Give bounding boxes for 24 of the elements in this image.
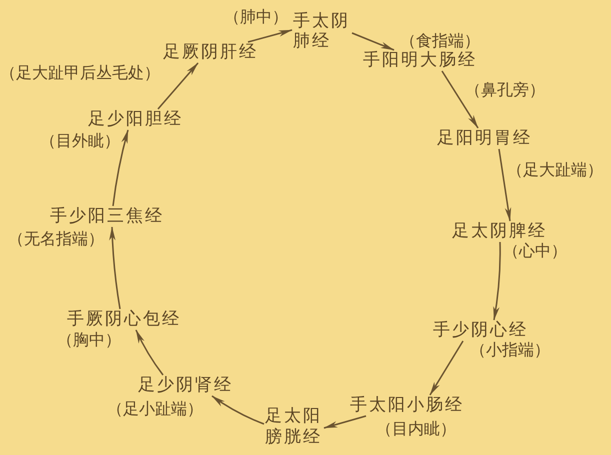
- meridian-name: 手少阳三焦经: [49, 206, 165, 227]
- arrow: [324, 415, 366, 429]
- meridian-name: 手太阳小肠经: [349, 395, 465, 416]
- meridian-name: 足少阴肾经: [137, 375, 234, 396]
- meridian-name: 足阳明胃经: [436, 128, 533, 149]
- arrow: [112, 130, 129, 206]
- arrow: [352, 32, 394, 51]
- meridian-name: 足太阳膀胱经: [264, 405, 324, 449]
- meridian-name: 足少阳胆经: [87, 109, 184, 130]
- meridian-name: 手阳明大肠经: [362, 50, 478, 71]
- arrow: [212, 395, 264, 425]
- arrow: [135, 330, 164, 376]
- meridian-name: 手太阴肺经: [292, 10, 352, 52]
- arrow: [109, 226, 121, 310]
- arrow: [429, 340, 464, 396]
- arrow: [248, 29, 292, 43]
- arrow: [493, 242, 501, 320]
- arrow: [498, 148, 512, 222]
- arrow: [157, 62, 199, 110]
- arrow: [441, 70, 479, 128]
- meridian-name: 手少阴心经: [432, 320, 529, 341]
- meridian-name: 手厥阴心包经: [66, 309, 182, 330]
- meridian-name: 足厥阴肝经: [162, 42, 259, 63]
- meridian-name: 足太阴脾经: [451, 221, 548, 242]
